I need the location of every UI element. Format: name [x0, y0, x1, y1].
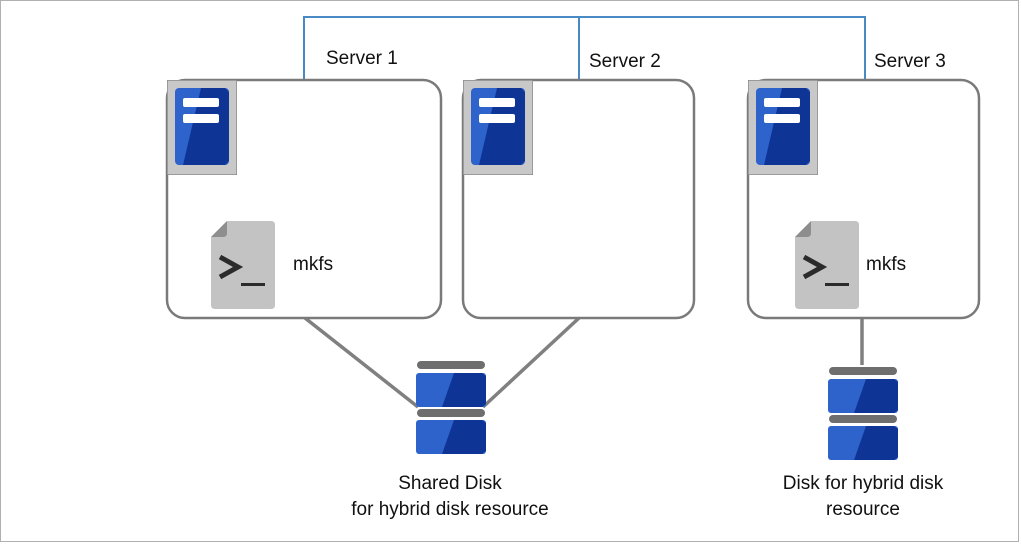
terminal-icon — [795, 221, 859, 309]
shared-disk-icon — [416, 361, 486, 454]
server-3-command-label: mkfs — [866, 254, 907, 275]
server-icon — [167, 80, 237, 175]
network-bus — [303, 16, 866, 80]
hybrid-disk-caption-line1: Disk for hybrid disk — [782, 473, 944, 494]
shared-disk-caption-line1: Shared Disk — [398, 473, 502, 494]
terminal-icon — [211, 221, 275, 309]
shared-disk-caption: Shared Disk for hybrid disk resource — [300, 471, 600, 523]
disk-connectors — [303, 316, 864, 409]
server-icon — [748, 80, 818, 175]
hybrid-disk-caption: Disk for hybrid disk resource — [733, 471, 993, 523]
hybrid-disk-caption-line2: resource — [826, 499, 900, 520]
server-icon — [463, 80, 533, 175]
shared-disk-caption-line2: for hybrid disk resource — [351, 499, 549, 520]
hybrid-disk-icon — [828, 367, 898, 460]
server-1-label: Server 1 — [326, 48, 398, 69]
server-1-command-label: mkfs — [293, 254, 334, 275]
server-3-label: Server 3 — [874, 51, 946, 72]
server-2-label: Server 2 — [589, 51, 661, 72]
